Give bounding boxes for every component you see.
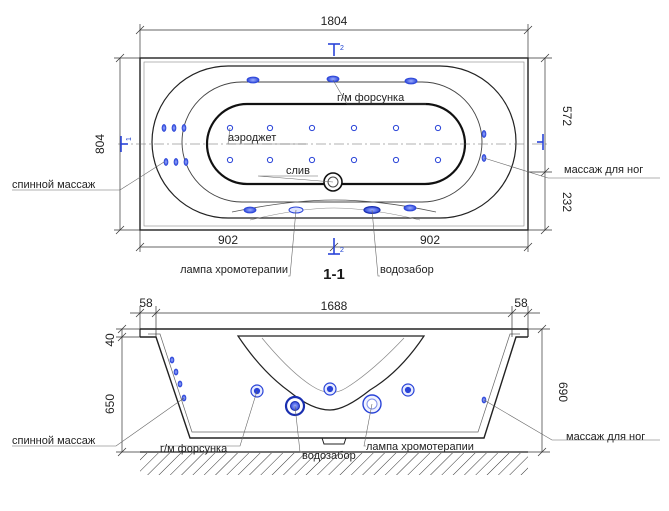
label-top-aero: аэроджет — [228, 132, 276, 144]
dim-right-half: 902 — [420, 233, 440, 247]
dim-front-rim-height: 40 — [103, 333, 117, 347]
top-outer-oval — [151, 65, 517, 219]
front-nozzles — [250, 382, 415, 398]
dim-front-length: 1688 — [321, 299, 348, 313]
front-outer-body — [140, 336, 528, 439]
floor-hatch — [140, 453, 528, 475]
top-seat-contour — [231, 199, 437, 213]
section-mark-top: 2 — [340, 45, 344, 52]
label-top-back: спинной массаж — [12, 179, 96, 191]
label-top-drain: слив — [286, 165, 310, 177]
dim-front-right-height: 690 — [556, 382, 570, 402]
dim-inner-width: 572 — [560, 106, 574, 126]
aero-jets — [226, 124, 442, 164]
dim-top-width: 804 — [93, 134, 107, 154]
front-inner-wall — [148, 333, 520, 433]
dim-front-left-rim: 58 — [139, 296, 153, 310]
section-markers — [120, 43, 544, 255]
front-back-jets — [169, 356, 487, 404]
section-mark-bottom: 2 — [340, 247, 344, 254]
dim-top-length: 1804 — [321, 14, 348, 28]
back-massage-jets-top — [161, 124, 189, 166]
top-leaders — [12, 79, 660, 277]
front-seat — [236, 335, 426, 411]
top-view — [118, 57, 548, 231]
label-front-foot: массаж для ног — [566, 431, 645, 443]
label-front-nozzle: г/м форсунка — [160, 443, 228, 455]
label-top-foot: массаж для ног — [564, 164, 643, 176]
dim-front-right-rim: 58 — [514, 296, 528, 310]
label-front-lamp: лампа хромотерапии — [366, 441, 474, 453]
section-title: 1-1 — [323, 266, 345, 283]
top-seat-contour-2 — [249, 207, 421, 221]
foot-massage-jets-top — [481, 130, 487, 162]
section-mark-side: 1 — [126, 137, 133, 141]
dim-left-half: 902 — [218, 233, 238, 247]
label-top-lamp: лампа хромотерапии — [180, 264, 288, 276]
dim-front-left-height: 650 — [103, 394, 117, 414]
label-top-nozzle: г/м форсунка — [337, 92, 405, 104]
front-dimensions: 58 1688 58 40 650 690 — [103, 296, 570, 457]
front-leaders — [12, 390, 660, 453]
dim-right-lower: 232 — [560, 192, 574, 212]
label-top-intake: водозабор — [380, 264, 434, 276]
hydro-nozzles-top — [243, 75, 418, 214]
top-dimensions: 1804 804 572 232 902 902 — [93, 14, 574, 252]
label-front-intake: водозабор — [302, 450, 356, 462]
label-front-back: спинной массаж — [12, 435, 96, 447]
